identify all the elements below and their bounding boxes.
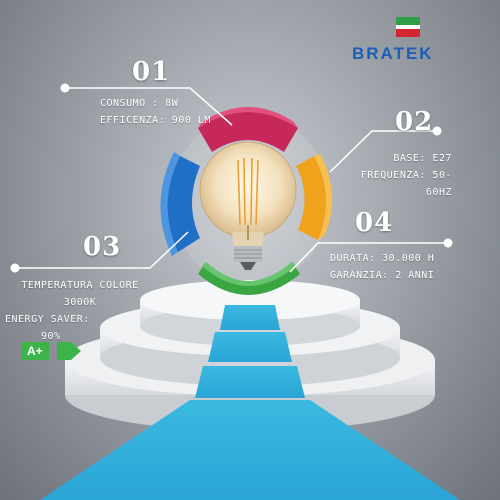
flag-stripe-white (396, 25, 420, 29)
spec-line: FREQUENZA: 50-60HZ (360, 170, 452, 198)
feature-number-03: 03 (83, 232, 122, 262)
flag-stripe-red (396, 29, 420, 37)
spec-line: BASE: E27 (393, 153, 452, 164)
feature-text-02: BASE: E27 FREQUENZA: 50-60HZ (340, 150, 452, 201)
spec-line: ENERGY SAVER: (5, 314, 90, 325)
feature-text-03: TEMPERATURA COLORE 3000K ENERGY SAVER: 9… (5, 277, 155, 345)
arc-02-base (296, 154, 333, 240)
spec-line: GARANZIA: 2 ANNI (330, 270, 435, 281)
callout-dots (10, 83, 453, 273)
arc-04-durata (198, 262, 300, 295)
arc-03-temperatura (160, 152, 200, 256)
blue-carpet (40, 305, 460, 500)
arc-01-consumo (198, 107, 298, 152)
spec-line: 3000K (63, 297, 97, 308)
spec-line: DURATA: 30.000 H (330, 253, 435, 264)
spec-line: TEMPERATURA COLORE (21, 280, 139, 291)
spec-line: CONSUMO : 8W (100, 98, 179, 109)
spec-line: 90% (41, 331, 61, 342)
feature-text-01: CONSUMO : 8W EFFICENZA: 900 LM (100, 95, 211, 129)
feature-text-04: DURATA: 30.000 H GARANZIA: 2 ANNI (330, 250, 434, 284)
feature-number-01: 01 (132, 57, 171, 87)
feature-number-04: 04 (355, 208, 394, 238)
badge-arrow (57, 342, 81, 360)
feature-number-02: 02 (395, 107, 434, 137)
brand-logo: BRATEK (352, 44, 434, 63)
flag-stripe-green (396, 17, 420, 25)
energy-class-badge: A+ (22, 342, 49, 360)
callout-lines (15, 87, 448, 273)
led-bulb (199, 141, 297, 270)
spec-line: EFFICENZA: 900 LM (100, 115, 211, 126)
